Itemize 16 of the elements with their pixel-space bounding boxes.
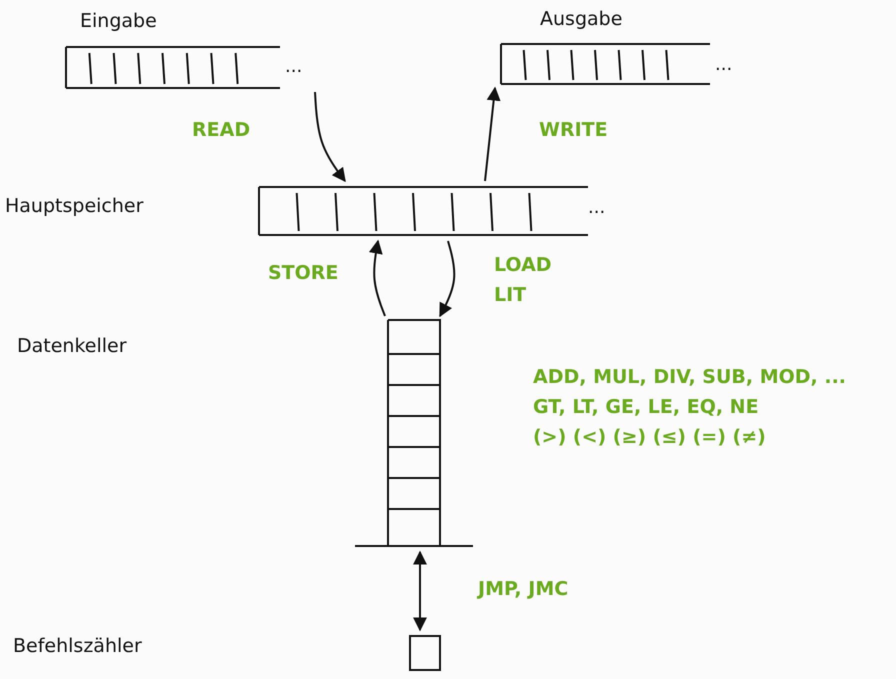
- component-heading: Ausgabe: [540, 8, 622, 30]
- instruction-list: GT, LT, GE, LE, EQ, NE: [533, 396, 759, 418]
- arrow: [368, 240, 386, 316]
- arrow: [484, 86, 501, 182]
- component-heading: Datenkeller: [17, 335, 127, 357]
- instruction-list: ADD, MUL, DIV, SUB, MOD, ...: [533, 366, 846, 388]
- continuation-mark: ...: [285, 56, 302, 77]
- instruction-list: (>) (<) (≥) (≤) (=) (≠): [533, 426, 766, 448]
- continuation-mark: ...: [715, 54, 732, 75]
- arrow: [439, 240, 456, 318]
- arrow: [314, 92, 346, 182]
- continuation-mark: ...: [588, 197, 606, 218]
- component-heading: Befehlszähler: [13, 635, 142, 657]
- arrow: [413, 550, 427, 632]
- component-heading: Eingabe: [80, 10, 157, 32]
- component-heading: Hauptspeicher: [5, 195, 144, 217]
